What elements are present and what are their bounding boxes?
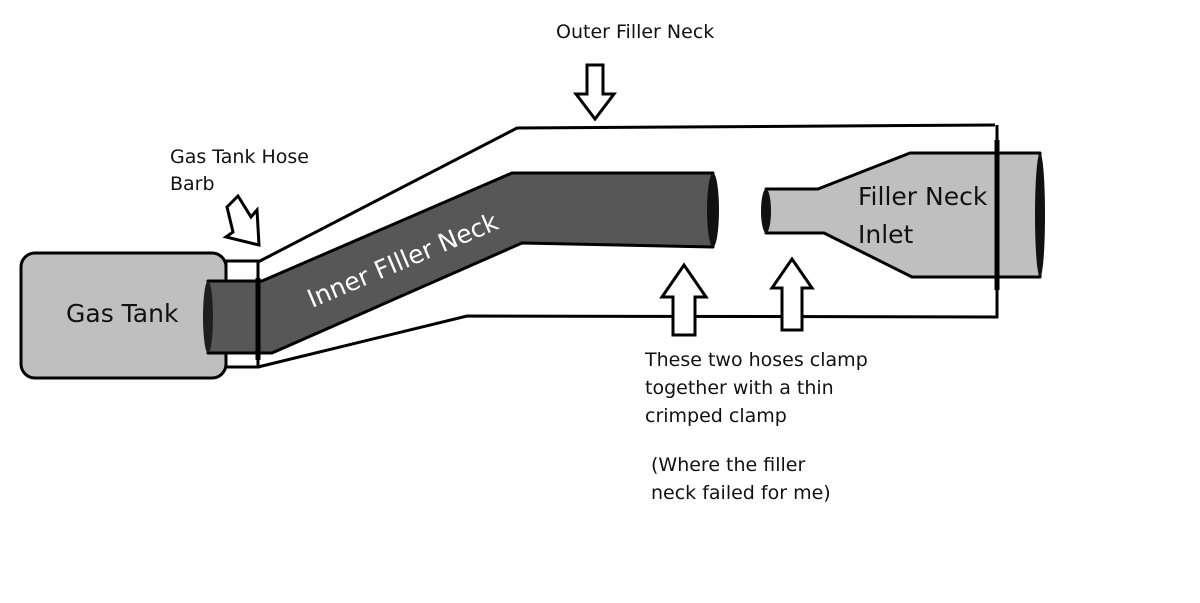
inner-neck-right-end (707, 173, 719, 247)
filler-inlet-label-line1: Filler Neck (858, 182, 988, 211)
outer-filler-neck-top-edge (257, 123, 996, 264)
hose-barb-label-line1: Gas Tank Hose (170, 146, 309, 168)
clamp-note-line2: together with a thin (645, 377, 834, 399)
inner-neck-left-end (203, 281, 213, 353)
hose-barb-down-arrow (222, 193, 261, 247)
inner-filler-neck (206, 171, 715, 355)
hose-barb-label-line2: Barb (170, 173, 215, 195)
clamp-note-line1: These two hoses clamp (644, 349, 868, 371)
outer-filler-neck-label: Outer Filler Neck (556, 21, 714, 43)
outer-neck-down-arrow (572, 63, 618, 122)
inlet-left-end (761, 189, 771, 233)
failure-note-line2: neck failed for me) (651, 482, 831, 504)
clamp-note-line3: crimped clamp (645, 405, 787, 427)
inner-neck-up-arrow (659, 262, 709, 337)
gas-tank-label: Gas Tank (66, 299, 179, 328)
filler-inlet-label-line2: Inlet (858, 220, 914, 249)
failure-note-line1: (Where the filler (651, 454, 805, 476)
inlet-up-arrow (769, 256, 815, 332)
outer-filler-neck-bottom-edge (257, 314, 999, 369)
inlet-right-end (1035, 153, 1045, 277)
